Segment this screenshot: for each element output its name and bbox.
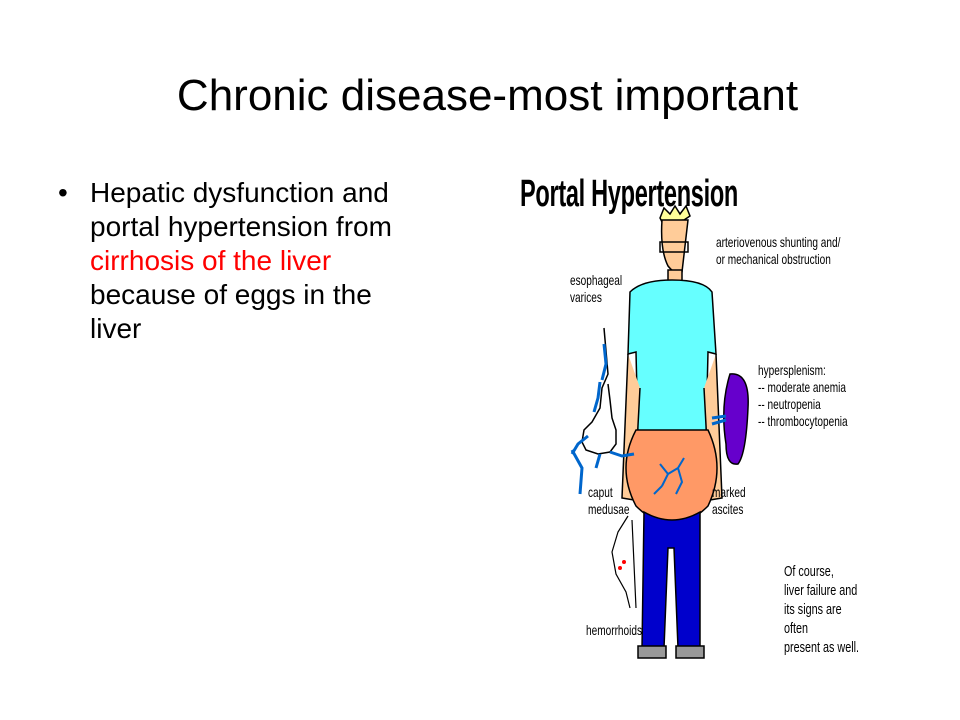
figure-left-shoe [637,645,667,659]
spleen-shape [723,373,749,465]
figure-head [660,219,689,274]
label-hemorrhoids: hemorrhoids [586,622,643,638]
esophageal-varices [581,327,617,455]
label-liver-failure-note: Of course, liver failure and its signs a… [784,563,860,656]
bullet-item: • Hepatic dysfunction and portal hyperte… [58,176,438,346]
hemorrhoid-dot-1 [618,566,622,570]
label-caput-medusae: caput medusae [588,484,630,517]
figure-pants [641,510,701,649]
figure-title: Portal Hypertension [520,173,738,215]
varices-veins [570,343,635,469]
portal-hypertension-figure: Portal Hypertension arteriovenous shunti… [512,168,892,688]
slide-title: Chronic disease-most important [176,71,799,120]
bullet-text-part1: Hepatic dysfunction and portal hypertens… [90,177,392,242]
label-hypersplenism: hypersplenism: -- moderate anemia -- neu… [758,362,848,429]
splenic-vessel [711,414,727,426]
bullet-text-part2: because of eggs in the liver [90,279,372,344]
portal-vein-left [570,449,584,495]
bullet-list: • Hepatic dysfunction and portal hyperte… [58,176,438,346]
bullet-text-highlight: cirrhosis of the liver [90,245,332,276]
figure-glasses [659,241,689,253]
bullet-text: Hepatic dysfunction and portal hypertens… [90,176,430,346]
figure-belly-ascites [625,429,718,525]
label-shunting: arteriovenous shunting and/ or mechanica… [716,234,841,267]
figure-illustration [570,204,749,659]
caput-medusae-veins [653,457,685,495]
label-esophageal-varices: esophageal varices [570,272,623,305]
figure-right-shoe [675,645,705,659]
figure-shirt [627,279,717,437]
bullet-marker: • [58,177,68,208]
hemorrhoid-diagram [611,515,637,609]
label-marked-ascites: marked ascites [712,484,746,517]
hemorrhoid-dot-2 [622,560,626,564]
